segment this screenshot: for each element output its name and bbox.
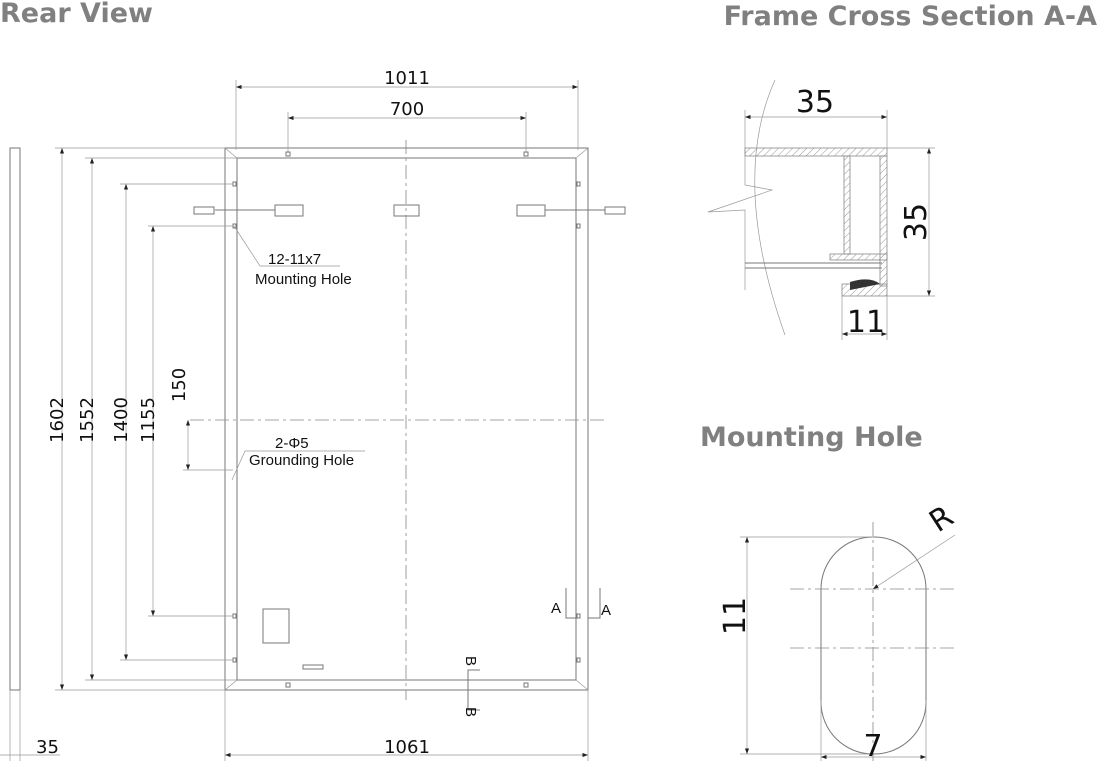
slot-outline	[820, 536, 927, 755]
dim-1061: 1061	[384, 737, 430, 758]
section-mark-a-right: A	[601, 602, 611, 619]
connector-box-left	[274, 204, 304, 217]
hole-dim-height: 11	[718, 597, 753, 635]
mounting-hole-note: Mounting Hole	[255, 271, 352, 288]
dim-150: 150	[169, 368, 190, 402]
dim-1400: 1400	[111, 397, 132, 443]
frame-cross-section-drawing: 35 35 11	[707, 79, 935, 340]
dim-35-thickness: 35	[36, 737, 59, 758]
section-dim-lip: 11	[847, 305, 885, 340]
panel-inner-frame	[236, 157, 577, 681]
mounting-hole-title: Mounting Hole	[700, 422, 923, 453]
panel-outer-frame	[224, 147, 589, 691]
side-profile	[9, 147, 21, 691]
section-mark-b-bottom: B	[462, 707, 479, 717]
radius-label: R	[923, 499, 960, 540]
grounding-hole-spec: 2-Φ5	[275, 435, 309, 452]
junction-box	[393, 204, 420, 217]
connector-box-right	[516, 204, 546, 217]
section-dim-width: 35	[796, 85, 834, 120]
hole-dim-width: 7	[863, 729, 882, 761]
rear-view-title: Rear View	[0, 0, 153, 29]
dim-1552: 1552	[77, 397, 98, 443]
dim-1011: 1011	[384, 68, 430, 89]
dim-700: 700	[390, 99, 424, 120]
section-mark-a-left: A	[551, 600, 561, 617]
grounding-hole-note: Grounding Hole	[249, 452, 354, 469]
cross-section-title: Frame Cross Section A-A	[723, 1, 1097, 32]
section-dim-height: 35	[899, 203, 934, 241]
section-mark-b-top: B	[462, 656, 479, 666]
rear-view-drawing: 1011 700 1602 1552 1400 1155 150 1061 35…	[0, 68, 626, 761]
mounting-hole-drawing: R 11 7	[718, 499, 960, 761]
dim-1155: 1155	[138, 397, 159, 443]
dim-1602: 1602	[47, 397, 68, 443]
label-plate	[262, 608, 290, 644]
mounting-hole-spec: 12-11x7	[268, 251, 321, 268]
